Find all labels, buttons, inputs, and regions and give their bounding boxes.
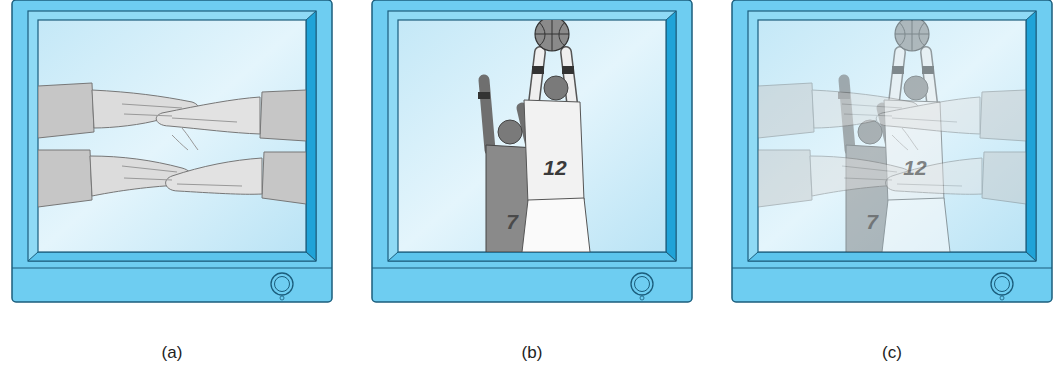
jersey-number: 12: [903, 156, 926, 180]
panel-label: (b): [522, 343, 543, 363]
panel-label: (a): [162, 343, 183, 363]
jersey-number: 7: [866, 210, 878, 234]
panel-label: (c): [882, 343, 902, 363]
jersey-number: 12: [543, 156, 566, 180]
jersey-number: 7: [506, 210, 518, 234]
